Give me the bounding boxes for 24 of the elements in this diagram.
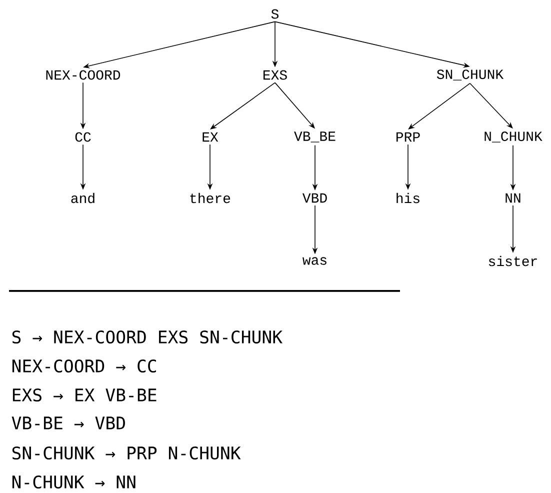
grammar-rule: VB-BE → VBD — [12, 416, 125, 430]
tree-label: his — [396, 192, 420, 204]
grammar-rule: NEX-COORD → CC — [12, 359, 156, 373]
tree-label: VBD — [302, 193, 327, 203]
tree-label: EX — [202, 132, 218, 142]
tree-label: NEX-COORD — [46, 70, 120, 80]
arrow — [210, 82, 276, 130]
tree-label: SN_CHUNK — [436, 70, 504, 80]
tree-label: and — [71, 192, 94, 204]
tree-label: VB_BE — [294, 132, 336, 142]
tree-label: PRP — [396, 132, 420, 142]
tree-label: was — [302, 257, 326, 265]
tree-label: NN — [506, 193, 520, 203]
tree-label: there — [190, 192, 230, 204]
grammar-rule: N-CHUNK → NN — [12, 475, 136, 489]
tree-label: EXS — [264, 70, 287, 80]
grammar-rule: SN-CHUNK → PRP N-CHUNK — [12, 446, 241, 460]
tree-label: CC — [75, 132, 91, 142]
tree-label: S — [271, 9, 278, 19]
grammar-rule: S → NEX-COORD EXS SN-CHUNK — [12, 330, 282, 344]
grammar-rule: EXS → EX VB-BE — [12, 388, 156, 402]
tree-label: sister — [488, 256, 537, 266]
arrow — [408, 82, 470, 130]
tree-label: N_CHUNK — [484, 132, 542, 142]
